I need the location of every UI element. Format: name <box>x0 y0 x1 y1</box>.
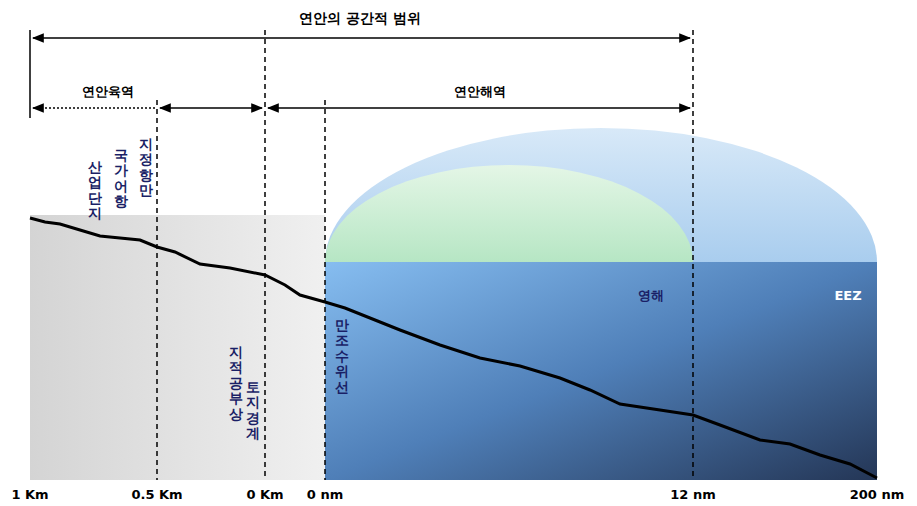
eez-dome <box>325 128 877 262</box>
range-arrow <box>33 37 690 39</box>
zone-name: 영해 <box>638 288 664 304</box>
boundary-lines <box>157 30 693 480</box>
tideline-label: 만조수위선 <box>335 318 349 395</box>
distance-label: 0 nm <box>307 487 343 503</box>
boundary-label: 토지경계 <box>246 380 260 442</box>
facility-label: 지정항만 <box>139 137 153 199</box>
range-title: 연안의 공간적 범위 <box>295 10 425 27</box>
distance-label: 0 Km <box>246 487 283 503</box>
sea-area <box>325 262 877 480</box>
sea-arrow <box>268 107 690 109</box>
boundary-label: 지적공부상 <box>229 345 243 422</box>
distance-label: 12 nm <box>670 487 715 503</box>
land-arrow-dotted <box>33 107 155 109</box>
zone-label: 연안육역 <box>78 84 138 100</box>
territorial-dome <box>325 165 693 262</box>
facility-label: 산업단지 <box>88 160 102 222</box>
zone-name: EEZ <box>834 288 861 304</box>
facility-label: 국가어항 <box>114 148 128 210</box>
left-tick <box>29 30 31 118</box>
distance-label: 200 nm <box>850 487 904 503</box>
distance-label: 0.5 Km <box>131 487 182 503</box>
zone-label: 연안해역 <box>450 84 510 100</box>
distance-label: 1 Km <box>11 487 48 503</box>
land-arrow <box>160 107 262 109</box>
